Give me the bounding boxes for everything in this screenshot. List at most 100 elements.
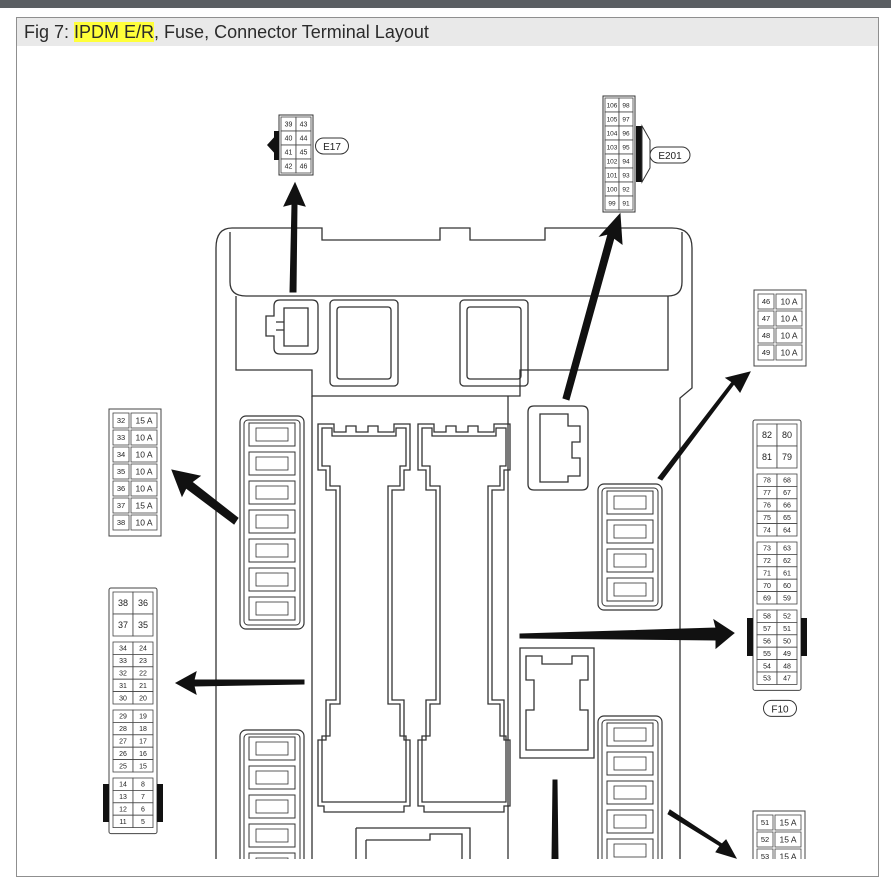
f10-key-right: [801, 618, 807, 656]
fuse-right-top-slot-text: 46: [762, 297, 770, 306]
f10-pin-large-text: 81: [762, 452, 772, 462]
fuse-right-top-amp-cell: [775, 344, 803, 361]
housing-fuse-left-fuse-body: [255, 572, 289, 587]
housing-fuse-left-lower-fuse: [248, 736, 296, 761]
f10-pin-text: 52: [783, 614, 791, 621]
left-conn-pin-text: 14: [119, 782, 127, 789]
fuse-left-slot-cell: [112, 446, 130, 463]
left-conn-pin-cell: [132, 814, 154, 829]
housing-connector-center-inner: [525, 655, 589, 751]
e17-label: E17: [323, 142, 341, 153]
left-conn-pin-text: 5: [141, 819, 145, 826]
left-conn-key-left: [103, 784, 109, 822]
e201-pin-text: 95: [622, 144, 630, 151]
f10-pin-large-text: 79: [782, 452, 792, 462]
fuse-left-slot-text: 37: [117, 501, 125, 510]
housing-relay-slot-right: [459, 299, 529, 387]
fuse-right-bottom-amp-cell: [774, 848, 802, 859]
e17-pin-text: 45: [300, 150, 308, 157]
housing-fuse-left-lower-fuse-body: [255, 857, 289, 859]
left-conn-pin-text: 24: [139, 646, 147, 653]
left-conn-pin-text: 16: [139, 751, 147, 758]
e201-pin-text: 92: [622, 186, 630, 193]
left-conn-pin-text: 7: [141, 794, 145, 801]
relay-block-right-inner: [421, 427, 507, 803]
e201-pin-text: 97: [622, 116, 630, 123]
left-conn-pin-large-text: 35: [138, 620, 148, 630]
housing-fuse-left-inner: [243, 419, 301, 626]
housing-fuse-left-lower-inner: [243, 733, 301, 859]
f10-pin-text: 69: [763, 595, 771, 602]
fuse-left-amp-text: 10 A: [135, 450, 152, 460]
housing-fuse-left-fuse: [248, 596, 296, 621]
fuse-left-amp-cell: [130, 480, 158, 497]
f10-pin-text: 55: [763, 651, 771, 658]
figure-caption: Fig 7: IPDM E/R, Fuse, Connector Termina…: [17, 18, 878, 46]
f10-pin-text: 53: [763, 676, 771, 683]
fuse-left-amp-text: 15 A: [135, 501, 152, 511]
f10-pin-cell: [776, 591, 798, 605]
fuse-right-bottom-amp-text: 15 A: [779, 835, 796, 845]
fuse-right-top-slot-cell: [757, 327, 775, 344]
e201-frame: [602, 95, 636, 213]
fuse-left-amp-text: 10 A: [135, 518, 152, 528]
e201-pin-text: 102: [607, 158, 618, 165]
fuse-left-slot-text: 35: [117, 467, 125, 476]
housing-fuse-left-fuse: [248, 451, 296, 476]
f10-pin-text: 72: [763, 558, 771, 565]
housing-fuse-left-fuse-body: [255, 543, 289, 558]
f10-pin-text: 56: [763, 639, 771, 646]
f10-pin-text: 73: [763, 546, 771, 553]
housing-fuse-right-lower-fuse: [606, 751, 654, 776]
housing-connector-left-inner: [276, 307, 309, 347]
fuse-right-bottom-amp-cell: [774, 831, 802, 848]
fuse-right-bottom-slot-cell: [756, 831, 774, 848]
f10-pin-text: 71: [763, 571, 771, 578]
housing-fuse-right-lower-fuse-body: [613, 785, 647, 800]
fuse-right-top-amp-cell: [775, 327, 803, 344]
fuse-right-bottom-slot-cell: [756, 814, 774, 831]
e17-pin-text: 40: [285, 136, 293, 143]
left-conn-pin-text: 29: [119, 714, 127, 721]
left-conn-pin-text: 17: [139, 739, 147, 746]
e201-pin-text: 103: [607, 144, 618, 151]
f10-pin-text: 54: [763, 663, 771, 670]
e201-label-frame: [649, 146, 691, 164]
left-conn-pin-large-text: 36: [138, 598, 148, 608]
left-conn-pin-text: 30: [119, 695, 127, 702]
arrow-to-right-bottom-fuses: [667, 809, 738, 859]
e201-key-bar: [636, 126, 642, 182]
housing-fuse-left-lower-frame: [239, 729, 305, 859]
fuse-left-slot-cell: [112, 497, 130, 514]
fuse-right-bottom-amp-cell: [774, 814, 802, 831]
fuse-left-amp-text: 10 A: [135, 433, 152, 443]
fuse-column-right: [597, 483, 663, 611]
fuse-left-amp-cell: [130, 412, 158, 429]
f10-pin-cell: [776, 523, 798, 537]
f10-pin-text: 48: [783, 663, 791, 670]
fuse-left-amp-cell: [130, 446, 158, 463]
fuse-right-bottom-slot-text: 52: [761, 835, 769, 844]
fuse-left-slot-text: 34: [117, 450, 125, 459]
e201-label: E201: [658, 151, 682, 162]
fuse-left-slot-text: 38: [117, 518, 125, 527]
f10-pin-text: 67: [783, 490, 791, 497]
left-conn-pin-text: 19: [139, 714, 147, 721]
e201-pin-text: 105: [607, 116, 618, 123]
left-conn-pin-text: 6: [141, 807, 145, 814]
housing-fuse-left-frame: [239, 415, 305, 630]
left-conn-pin-text: 11: [119, 819, 126, 826]
fuse-right-top-amp-text: 10 A: [780, 314, 797, 324]
left-conn-pin-text: 20: [139, 695, 147, 702]
housing-relay-slot-left-inner: [336, 306, 392, 380]
fuse-left-slot-text: 36: [117, 484, 125, 493]
e201-pin-text: 94: [622, 158, 630, 165]
left-conn-pin-text: 27: [119, 739, 127, 746]
arrow-to-left-connector: [174, 671, 305, 695]
e201-pin-text: 100: [607, 186, 618, 193]
